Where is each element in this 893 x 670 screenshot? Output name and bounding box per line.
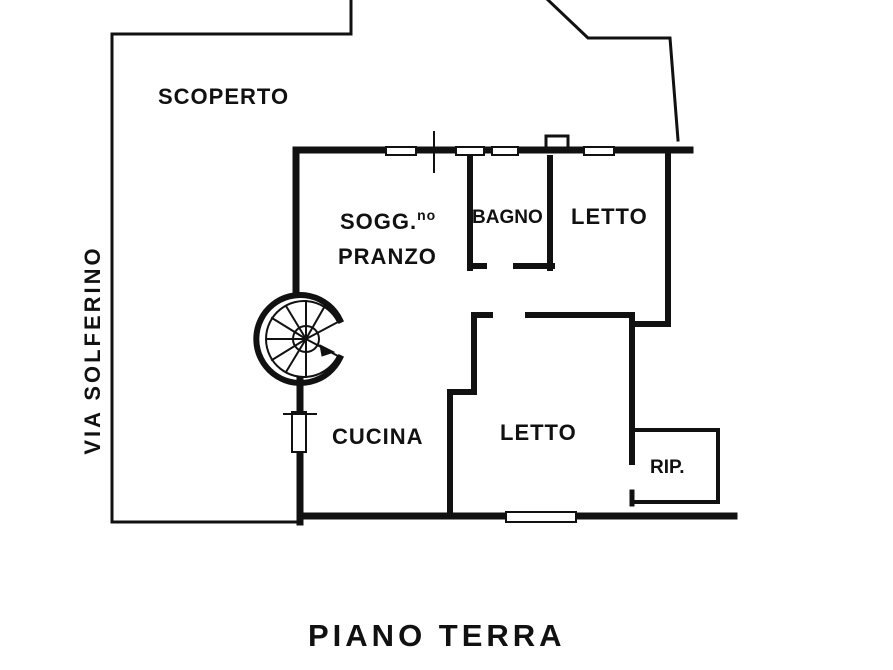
lot-boundary (110, 0, 353, 524)
windows (291, 146, 615, 523)
label-via-solferino: VIA SOLFERINO (80, 245, 105, 455)
label-bagno: BAGNO (472, 207, 543, 228)
label-cucina: CUCINA (332, 424, 424, 449)
chimney (544, 134, 570, 150)
exterior-wall-north-east (629, 147, 671, 327)
lot-boundary-upper-right (545, 0, 680, 142)
wall-letto-west (447, 312, 493, 513)
exterior-wall-west (292, 146, 694, 296)
label-soggiorno: SOGG.no (340, 208, 436, 233)
ripostiglio-walls (634, 428, 720, 504)
label-pranzo: PRANZO (338, 244, 437, 269)
label-letto-south: LETTO (500, 420, 577, 445)
soggiorno-text: SOGG. (340, 209, 418, 234)
label-ripostiglio: RIP. (650, 457, 685, 478)
spiral-staircase (253, 292, 345, 386)
floor-title: PIANO TERRA (308, 618, 566, 653)
label-scoperto: SCOPERTO (158, 84, 290, 109)
soggiorno-superscript: no (417, 207, 437, 223)
label-letto-north: LETTO (571, 204, 648, 229)
